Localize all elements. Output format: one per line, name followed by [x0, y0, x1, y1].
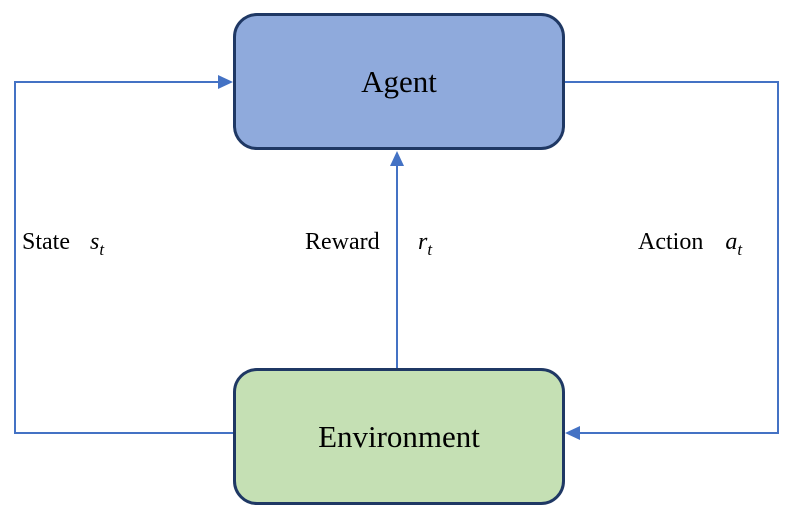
- state-arrow-line: [14, 81, 233, 434]
- state-word: State: [22, 229, 70, 255]
- reward-word: Reward: [305, 229, 380, 255]
- state-arrow: [14, 75, 233, 434]
- action-variable: at: [725, 229, 743, 259]
- reward-arrowhead-icon: [390, 151, 404, 166]
- action-arrowhead-icon: [565, 426, 580, 440]
- action-word: Action: [638, 229, 704, 255]
- action-arrow-line: [565, 81, 779, 434]
- reward-edge-label: Reward: [305, 229, 380, 256]
- agent-label: Agent: [361, 63, 437, 99]
- environment-label: Environment: [318, 418, 480, 454]
- reward-variable: rt: [418, 229, 433, 259]
- action-edge-label: Action at: [638, 229, 743, 259]
- action-arrow: [565, 81, 779, 440]
- agent-node: Agent: [233, 13, 565, 150]
- environment-node: Environment: [233, 368, 565, 505]
- state-arrowhead-icon: [218, 75, 233, 89]
- reward-arrow: [390, 151, 404, 368]
- state-variable: st: [90, 229, 105, 259]
